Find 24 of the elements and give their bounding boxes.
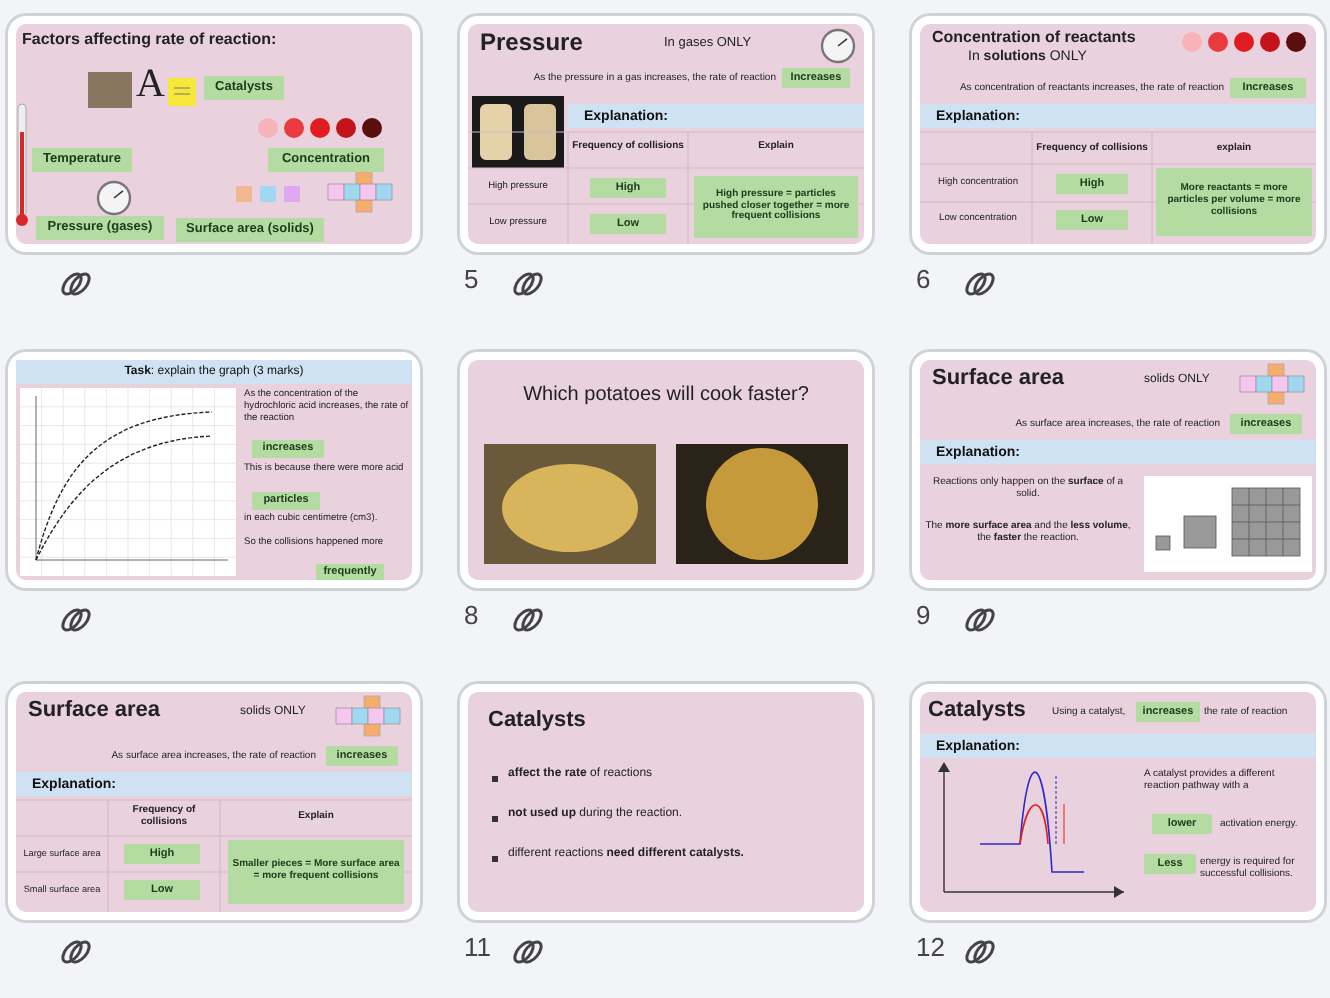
slide-title: Concentration of reactants bbox=[932, 28, 1138, 48]
slide-number: 12 bbox=[916, 932, 945, 962]
slide-title: Factors affecting rate of reaction: bbox=[22, 30, 279, 50]
slide-title: Surface area bbox=[932, 366, 1067, 393]
slide-title: Catalysts bbox=[928, 698, 1028, 725]
slide-card bbox=[8, 684, 420, 920]
slide-card bbox=[912, 684, 1324, 920]
slide-title: Pressure bbox=[480, 28, 585, 57]
slide-card bbox=[8, 352, 420, 588]
slide-number: 9 bbox=[916, 600, 931, 630]
slide-title: Which potatoes will cook faster? bbox=[521, 384, 811, 408]
letter-glyph: A bbox=[136, 64, 167, 104]
slide-card bbox=[460, 684, 872, 920]
slide-title: Surface area bbox=[28, 698, 163, 725]
slide-number: 5 bbox=[464, 264, 479, 294]
slide-number: 11 bbox=[464, 932, 491, 962]
slide-card bbox=[460, 352, 872, 588]
slide-title: Catalysts bbox=[488, 708, 588, 735]
slide-card bbox=[8, 16, 420, 252]
slide-number: 8 bbox=[464, 600, 479, 630]
slide-number: 6 bbox=[916, 264, 931, 294]
slide-card bbox=[912, 16, 1324, 252]
slide-card bbox=[912, 352, 1324, 588]
slide-card bbox=[460, 16, 872, 252]
